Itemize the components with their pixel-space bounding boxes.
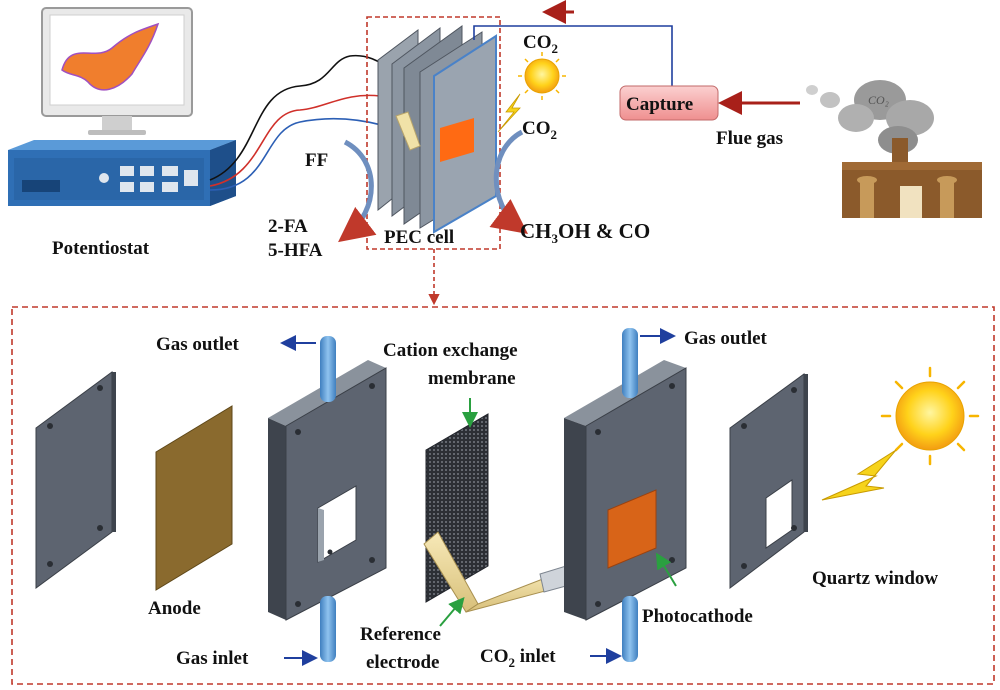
monitor-icon xyxy=(41,7,193,135)
co2-top-label: CO2 xyxy=(523,32,558,56)
cathode-frame xyxy=(564,360,687,621)
lightning-icon-top xyxy=(497,93,521,133)
anode-plate xyxy=(155,405,233,591)
reference-arrow xyxy=(439,596,465,627)
factory-icon xyxy=(806,80,982,218)
membrane-label-line1: Cation exchange xyxy=(383,340,518,361)
gas-inlet-tube-left xyxy=(320,596,336,662)
photocathode-plate xyxy=(607,489,657,569)
connection-wires xyxy=(209,54,393,191)
reference-label-line1: Reference xyxy=(360,624,441,645)
gas-outlet-right-label: Gas outlet xyxy=(684,328,768,349)
co2-recycle-line xyxy=(473,25,673,96)
capture-label: Capture xyxy=(626,94,693,115)
product-2fa-label: 2-FA xyxy=(268,216,308,237)
sun-icon-bottom xyxy=(880,366,980,466)
potentiostat-icon xyxy=(8,140,236,206)
exploded-view-box xyxy=(11,306,995,685)
co2-inlet-label: CO2 inlet xyxy=(480,646,556,670)
anode-label: Anode xyxy=(148,598,201,619)
membrane-label-line2: membrane xyxy=(428,368,516,389)
reference-label-line2: electrode xyxy=(366,652,440,673)
quartz-window-plate xyxy=(729,373,808,590)
products-label: CH3OH & CO xyxy=(520,219,650,246)
anode-frame xyxy=(268,360,387,621)
gas-outlet-tube-left xyxy=(320,336,336,402)
ff-label: FF xyxy=(305,150,328,171)
co2-in-arrow xyxy=(489,129,528,235)
pec-highlight-box xyxy=(366,16,501,250)
photocathode-label: Photocathode xyxy=(642,606,753,627)
factory-smoke-label: CO₂ xyxy=(868,93,889,107)
co2-inlet-tube xyxy=(622,596,638,662)
photocathode-arrow xyxy=(655,552,677,587)
photocathode-mini-icon xyxy=(440,118,474,162)
potentiostat-label: Potentiostat xyxy=(52,238,150,259)
quartz-window-label: Quartz window xyxy=(812,568,938,589)
lightning-icon-bottom xyxy=(821,449,897,501)
gas-inlet-label: Gas inlet xyxy=(176,648,249,669)
flue-gas-label: Flue gas xyxy=(716,128,783,149)
pec-cell-icon xyxy=(377,25,497,234)
pec-cell-label: PEC cell xyxy=(384,227,454,248)
gas-outlet-tube-right xyxy=(622,328,638,398)
back-plate-left xyxy=(35,371,116,589)
ff-arrow xyxy=(338,139,377,243)
sun-icon-top xyxy=(518,52,566,100)
reference-mini-icon xyxy=(395,111,421,151)
co2-mid-label: CO2 xyxy=(522,118,557,142)
gas-outlet-left-label: Gas outlet xyxy=(156,334,240,355)
product-5hfa-label: 5-HFA xyxy=(268,240,323,261)
cv-curve-icon xyxy=(61,22,160,91)
